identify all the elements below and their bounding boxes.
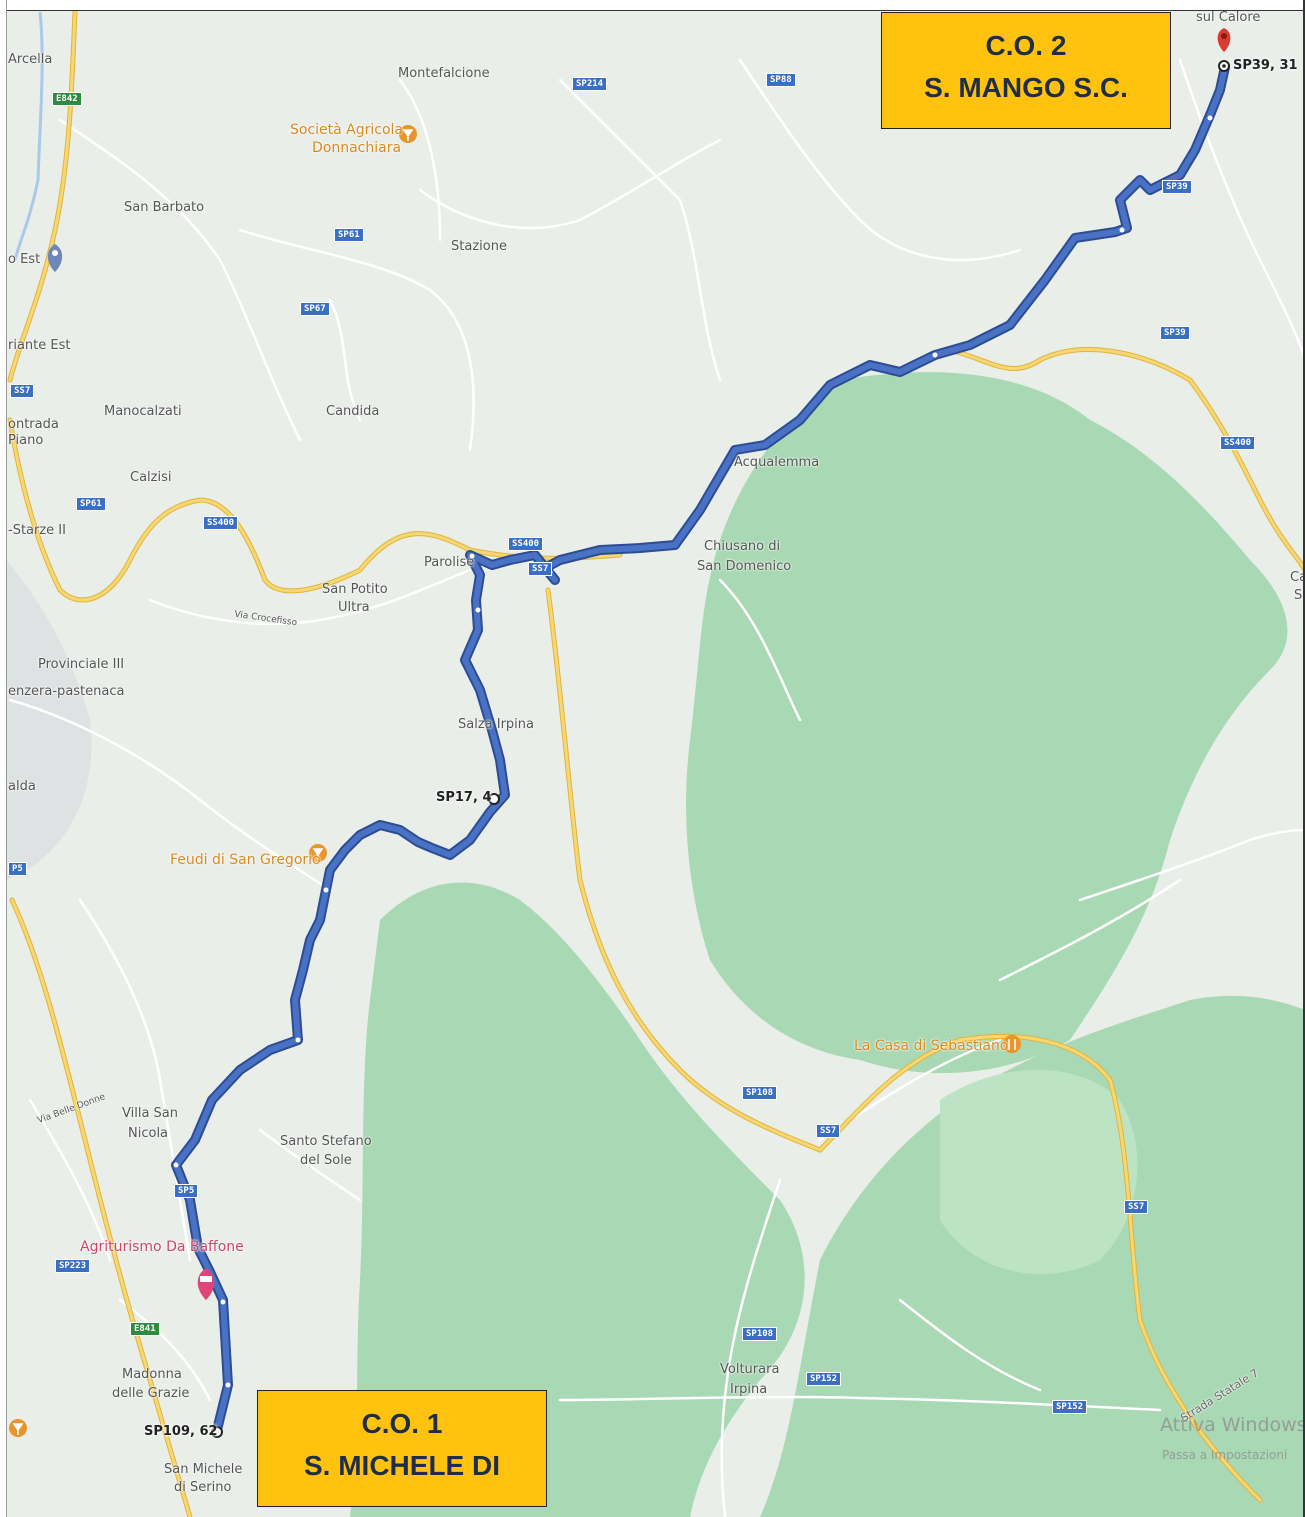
- place-label: o Est: [8, 252, 41, 267]
- road-shield: SS7: [1124, 1200, 1149, 1214]
- road-shield: SS7: [10, 384, 35, 398]
- forest-area: [350, 882, 805, 1517]
- place-label: ontrada: [8, 417, 59, 432]
- place-label: S: [1294, 588, 1303, 603]
- place-label: San Domenico: [697, 559, 792, 574]
- place-label: Piano: [8, 433, 44, 448]
- place-label: Montefalcione: [398, 66, 490, 81]
- mid-marker[interactable]: [488, 793, 500, 805]
- winery-icon: [9, 1419, 27, 1437]
- road-shield: P5: [8, 862, 27, 876]
- road-shield: SP5: [174, 1184, 199, 1198]
- place-label: San Potito: [322, 582, 388, 597]
- road-shield: SP223: [55, 1259, 91, 1273]
- callout-co2-line2: S. MANGO S.C.: [924, 72, 1128, 103]
- image-border-right: [1303, 0, 1305, 1517]
- lodging-icon: [197, 1268, 215, 1300]
- place-label: Parolise: [424, 555, 475, 570]
- winery-icon: [399, 125, 417, 143]
- road-shield: E842: [52, 92, 82, 106]
- callout-co2: C.O. 2 S. MANGO S.C.: [881, 12, 1171, 129]
- road-shield: SS400: [203, 516, 239, 530]
- road-shield: SP61: [334, 228, 364, 242]
- mid-point-label: SP17, 4: [436, 790, 492, 805]
- road-shield: SP61: [76, 497, 106, 511]
- road-shield: SP152: [1052, 1400, 1088, 1414]
- place-label: Nicola: [128, 1126, 169, 1141]
- road-shield: SS7: [528, 562, 553, 576]
- place-label: Manocalzati: [104, 404, 182, 419]
- activation-watermark: Attiva Windows: [1160, 1414, 1305, 1436]
- road-shield: SP39: [1160, 326, 1190, 340]
- highways: [7, 9, 1305, 1517]
- place-label: riante Est: [8, 338, 71, 353]
- start-marker[interactable]: [211, 1426, 223, 1438]
- road-shield: SP108: [742, 1327, 778, 1341]
- place-label: Salza Irpina: [458, 717, 535, 732]
- activation-watermark-sub: Passa a Impostazioni: [1162, 1448, 1288, 1462]
- poi-label[interactable]: Donnachiara: [312, 140, 402, 156]
- road-shield: SP39: [1162, 180, 1192, 194]
- restaurant-icon: [1003, 1035, 1021, 1053]
- place-label: Santo Stefano: [280, 1134, 372, 1149]
- place-label: delle Grazie: [112, 1386, 190, 1401]
- urban-area: [6, 560, 92, 880]
- place-label: di Serino: [174, 1480, 232, 1495]
- road-shield: SS400: [508, 537, 544, 551]
- place-label: Villa San: [122, 1106, 178, 1121]
- place-label: Irpina: [730, 1382, 768, 1397]
- image-border-left: [0, 0, 7, 1517]
- place-label: enzera-pastenaca: [8, 684, 125, 699]
- place-label: Madonna: [122, 1367, 182, 1382]
- road-shield: SP67: [300, 302, 330, 316]
- road-shield: E841: [130, 1322, 160, 1336]
- destination-pin-icon[interactable]: [1217, 28, 1231, 52]
- place-label: Ultra: [338, 600, 370, 615]
- callout-co2-line1: C.O. 2: [985, 30, 1067, 61]
- poi-label[interactable]: Feudi di San Gregorio: [170, 852, 321, 868]
- poi-label[interactable]: La Casa di Sebastiano: [854, 1038, 1009, 1054]
- road-shield: SP88: [766, 73, 796, 87]
- place-label: alda: [8, 779, 36, 794]
- place-label: Arcella: [8, 52, 53, 67]
- place-label: sul Calore: [1196, 10, 1261, 25]
- place-label: Stazione: [451, 239, 507, 254]
- callout-co1-line1: C.O. 1: [361, 1408, 443, 1439]
- place-label: del Sole: [300, 1153, 352, 1168]
- road-shield: SP214: [572, 77, 608, 91]
- poi-label[interactable]: Società Agricola: [290, 122, 404, 138]
- waypoint-dots: [173, 115, 1213, 1388]
- place-label: Candida: [326, 404, 380, 419]
- winery-icon: [309, 844, 327, 862]
- road-shield: SP108: [742, 1086, 778, 1100]
- place-label: Chiusano di: [704, 539, 781, 554]
- start-point-label: SP109, 62: [144, 1424, 218, 1439]
- place-pin-icon: [47, 244, 63, 272]
- river: [13, 11, 44, 261]
- place-label: Acqualemma: [734, 455, 820, 470]
- callout-co1: C.O. 1 S. MICHELE DI: [257, 1390, 547, 1507]
- image-border-top: [0, 0, 1305, 11]
- place-label: Calzisi: [130, 470, 172, 485]
- road-shield: SP152: [806, 1372, 842, 1386]
- poi-label[interactable]: Agriturismo Da Baffone: [80, 1239, 244, 1255]
- callout-co1-line2: S. MICHELE DI: [303, 1450, 500, 1481]
- end-point-label: SP39, 31: [1233, 58, 1298, 73]
- place-label: Volturara: [720, 1362, 780, 1377]
- place-label: San Michele: [164, 1462, 243, 1477]
- place-label: -Starze II: [8, 523, 66, 538]
- place-label: Ca: [1290, 570, 1305, 585]
- road-shield: SS7: [816, 1124, 841, 1138]
- place-label: San Barbato: [124, 200, 205, 215]
- forest-area: [940, 1070, 1138, 1275]
- place-label: Provinciale III: [38, 657, 125, 672]
- road-shield: SS400: [1220, 436, 1256, 450]
- forest-area: [686, 372, 1288, 1074]
